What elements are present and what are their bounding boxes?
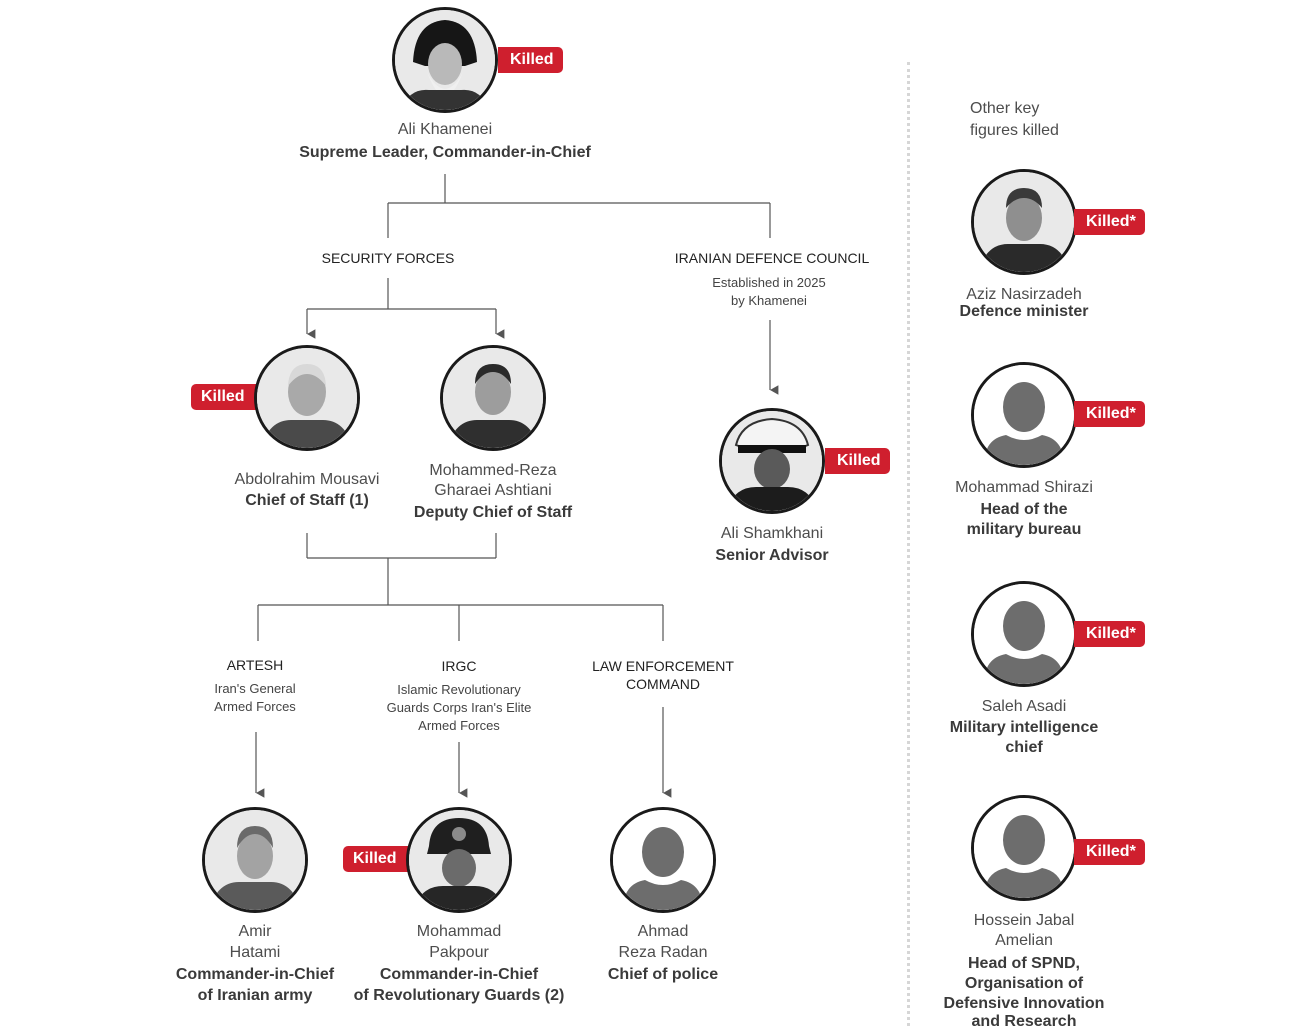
person-role: Defensive Innovation — [943, 995, 1105, 1012]
photo-placeholder-icon — [257, 348, 357, 448]
section-divider — [907, 62, 910, 1026]
person-name: Gharaei Ashtiani — [434, 482, 552, 499]
person-role: Deputy Chief of Staff — [413, 504, 573, 521]
person-role: Chief of police — [607, 966, 719, 983]
person-name: Ali Shamkhani — [720, 525, 824, 542]
portrait-nasirzadeh — [971, 169, 1077, 275]
group-note: Iran's General — [214, 681, 296, 696]
group-note: Armed Forces — [214, 699, 296, 714]
portrait-pakpour — [406, 807, 512, 913]
person-role: Senior Advisor — [715, 547, 829, 564]
person-role: Defence minister — [959, 303, 1089, 320]
person-name: Abdolrahim Mousavi — [234, 471, 380, 488]
person-role: Chief of Staff (1) — [245, 492, 369, 509]
killed-badge: Killed — [191, 384, 257, 410]
killed-badge: Killed — [343, 846, 409, 872]
person-name: Reza Radan — [618, 944, 708, 961]
portrait-shirazi — [971, 362, 1077, 468]
group-note: Guards Corps Iran's Elite — [386, 700, 532, 715]
person-role: military bureau — [966, 521, 1082, 538]
person-role: Commander-in-Chief — [175, 966, 335, 983]
portrait-khamenei — [392, 7, 498, 113]
photo-placeholder-icon — [722, 411, 822, 511]
person-role: of Revolutionary Guards (2) — [353, 987, 565, 1004]
person-role: Head of the — [980, 501, 1068, 518]
group-security-forces: SECURITY FORCES — [321, 250, 455, 266]
killed-reported-badge: Killed* — [1074, 621, 1145, 647]
photo-placeholder-icon — [395, 10, 495, 110]
person-name: Aziz Nasirzadeh — [966, 286, 1082, 303]
silhouette-icon — [974, 365, 1074, 465]
silhouette-icon — [613, 810, 713, 910]
person-name: Pakpour — [429, 944, 489, 961]
group-artesh: ARTESH — [226, 657, 284, 673]
person-role: Military intelligence — [949, 719, 1099, 736]
person-name: Ali Khamenei — [397, 121, 493, 138]
person-name: Saleh Asadi — [981, 698, 1067, 715]
portrait-mousavi — [254, 345, 360, 451]
photo-placeholder-icon — [205, 810, 305, 910]
portrait-asadi — [971, 581, 1077, 687]
group-law-enforcement: COMMAND — [626, 676, 700, 692]
person-name: Mohammad — [416, 923, 502, 940]
photo-placeholder-icon — [974, 172, 1074, 272]
person-name: Hossein Jabal — [973, 912, 1075, 929]
person-role: and Research — [971, 1013, 1077, 1030]
person-role: Commander-in-Chief — [379, 966, 539, 983]
group-note: Armed Forces — [418, 718, 500, 733]
sidebar-title: Other key figures killed — [970, 100, 1059, 139]
group-irgc: IRGC — [441, 658, 477, 674]
portrait-amelian — [971, 795, 1077, 901]
portrait-ashtiani — [440, 345, 546, 451]
person-role: Head of SPND, — [967, 955, 1080, 972]
killed-reported-badge: Killed* — [1074, 401, 1145, 427]
silhouette-icon — [974, 798, 1074, 898]
person-name: Ahmad — [637, 923, 689, 940]
killed-reported-badge: Killed* — [1074, 209, 1145, 235]
person-name: Mohammad Shirazi — [955, 479, 1093, 496]
killed-reported-badge: Killed* — [1074, 839, 1145, 865]
person-role: Supreme Leader, Commander-in-Chief — [299, 144, 591, 161]
killed-badge: Killed — [825, 448, 890, 474]
group-note: Established in 2025 — [712, 275, 826, 290]
person-role: chief — [1005, 739, 1043, 756]
person-name: Mohammed-Reza — [429, 462, 557, 479]
group-note: Islamic Revolutionary — [397, 682, 521, 697]
portrait-hatami — [202, 807, 308, 913]
portrait-shamkhani — [719, 408, 825, 514]
group-defence-council: IRANIAN DEFENCE COUNCIL — [674, 250, 870, 266]
photo-placeholder-icon — [409, 810, 509, 910]
group-note: by Khamenei — [731, 293, 807, 308]
photo-placeholder-icon — [443, 348, 543, 448]
person-name: Amir — [238, 923, 272, 940]
person-role: of Iranian army — [197, 987, 313, 1004]
silhouette-icon — [974, 584, 1074, 684]
person-role: Organisation of — [964, 975, 1084, 992]
portrait-radan — [610, 807, 716, 913]
group-law-enforcement: LAW ENFORCEMENT — [592, 658, 734, 674]
killed-badge: Killed — [498, 47, 563, 73]
person-name: Hatami — [229, 944, 281, 961]
person-name: Amelian — [995, 932, 1053, 949]
